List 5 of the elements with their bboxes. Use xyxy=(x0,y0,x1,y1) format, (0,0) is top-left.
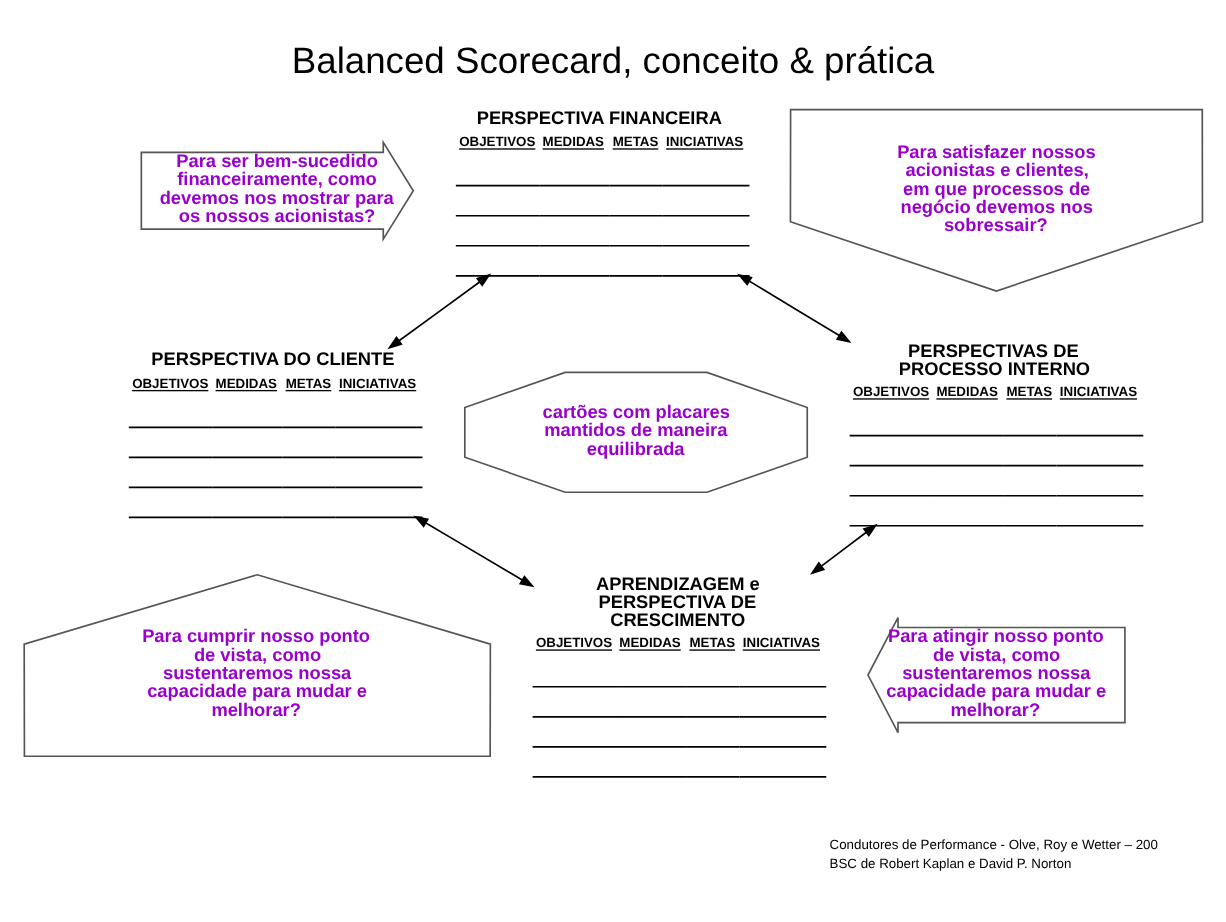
diagram-title: Balanced Scorecard, conceito & prática xyxy=(291,38,935,81)
arrow xyxy=(737,273,852,343)
arrow xyxy=(810,523,878,575)
arrow xyxy=(387,273,492,350)
arrow xyxy=(413,515,535,588)
